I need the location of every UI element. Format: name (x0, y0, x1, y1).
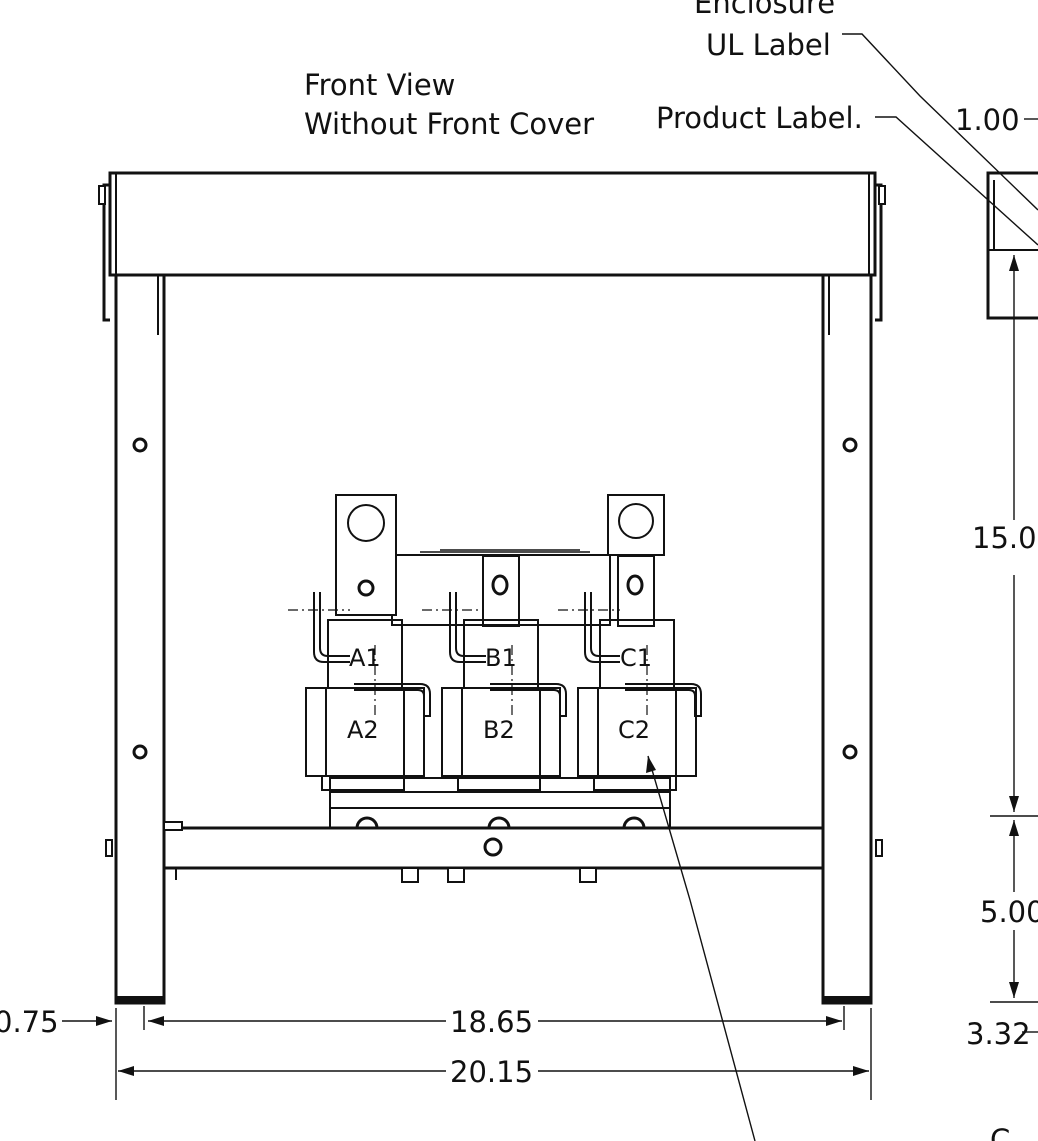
enclosure-top-box (108, 171, 877, 277)
bottom-right-cut-label: C (990, 1123, 1010, 1141)
bottom-crossbar (162, 826, 825, 870)
enclosure-label: Enclosure (694, 0, 835, 20)
dim-top-right: 1.00 (955, 103, 1020, 137)
hole-icon (483, 837, 503, 857)
dim-height-main: 15.00 (972, 521, 1038, 555)
left-flange (102, 183, 110, 322)
dim-height-lower: 5.00 (980, 895, 1038, 929)
dim-overall-width: 20.15 (450, 1055, 533, 1089)
terminal-label-c1: C1 (620, 644, 652, 672)
left-leg (114, 273, 166, 1005)
hole-icon (842, 437, 858, 453)
terminal-label-c2: C2 (618, 716, 650, 744)
hole-icon (132, 744, 148, 760)
ul-label: UL Label (706, 28, 831, 62)
right-leg (821, 273, 873, 1005)
terminal-a (335, 494, 397, 616)
enclosure-frame (98, 171, 886, 1005)
product-label: Product Label. (656, 101, 863, 135)
right-foot (823, 996, 871, 1003)
side-view (986, 171, 1038, 1003)
terminal-label-a1: A1 (349, 644, 381, 672)
hole-icon (132, 437, 148, 453)
front-view-title: Front View (304, 68, 455, 102)
reactor-core: A1 A2 B1 B2 C1 C2 (288, 494, 702, 883)
dim-inner-width: 18.65 (450, 1005, 533, 1039)
terminal-label-b1: B1 (485, 644, 517, 672)
hole-icon (842, 744, 858, 760)
dim-bottom-right: 3.32 (966, 1017, 1031, 1051)
front-view-subtitle: Without Front Cover (304, 107, 594, 141)
dimensions (62, 33, 1038, 1141)
terminal-label-a2: A2 (347, 716, 379, 744)
left-foot (116, 996, 164, 1003)
dim-left-offset: 0.75 (0, 1005, 59, 1039)
terminal-label-b2: B2 (483, 716, 515, 744)
